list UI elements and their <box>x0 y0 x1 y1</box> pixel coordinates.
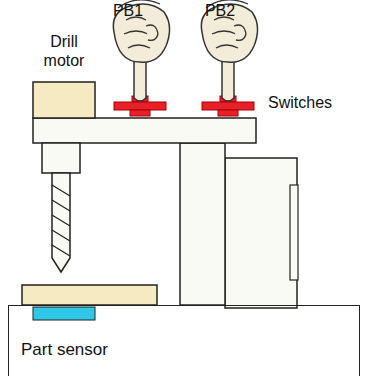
part-label: Switches <box>268 93 358 112</box>
switch-label: PB1 <box>108 1 148 20</box>
machine-base: Part sensor <box>8 305 360 376</box>
switch-label: PB2 <box>200 1 240 20</box>
node-text: Part sensor <box>21 340 359 360</box>
part-label: Drill motor <box>33 32 95 70</box>
